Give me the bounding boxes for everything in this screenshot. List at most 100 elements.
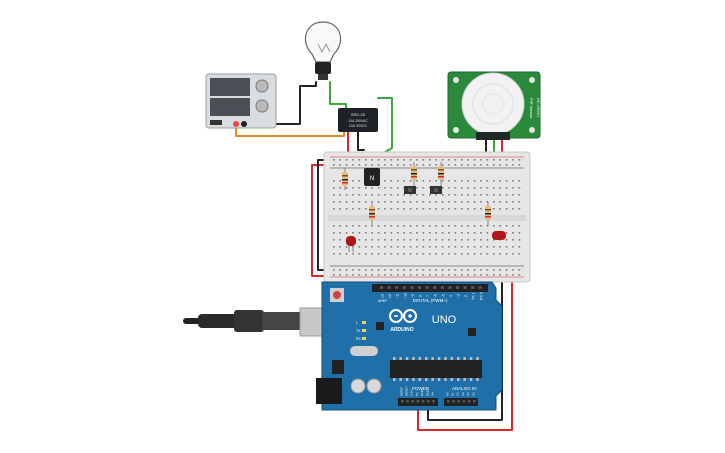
power-switch[interactable] xyxy=(210,120,222,125)
wire-black-relay-breadboard xyxy=(357,127,365,151)
aref-label: AREF xyxy=(378,299,387,303)
power-pin-label: Vin xyxy=(431,391,435,396)
analog-pin xyxy=(462,400,466,403)
reset-button[interactable] xyxy=(333,291,341,299)
terminal-positive xyxy=(233,121,239,127)
analog-pin xyxy=(447,400,450,403)
digital-pin xyxy=(418,286,421,289)
transistor-mark: N xyxy=(370,176,374,182)
power-pin-label: GND xyxy=(420,389,424,397)
transistor xyxy=(364,168,380,186)
relay: SRD-05 10A 250VAC 10A 30VDC xyxy=(338,108,378,132)
analog-pin-label: A3 xyxy=(461,392,465,396)
tx-label: TX xyxy=(356,329,361,333)
digital-pin-label: ~5 xyxy=(441,294,445,298)
digital-pin xyxy=(440,286,444,289)
digital-pin xyxy=(463,286,467,289)
digital-pin-label: 7 xyxy=(426,295,430,297)
digital-pin xyxy=(402,286,406,289)
power-pin xyxy=(427,400,430,403)
terminal-negative xyxy=(241,121,247,127)
digital-pin-label: 13 xyxy=(381,294,385,298)
current-knob[interactable] xyxy=(255,99,269,113)
digital-header xyxy=(372,284,488,292)
analog-pin-label: A1 xyxy=(451,392,455,396)
digital-pin-label: RX 0 xyxy=(479,292,483,300)
digital-pin-label: ~6 xyxy=(434,294,438,298)
resistor-5 xyxy=(485,202,491,226)
digital-pin xyxy=(448,286,452,289)
digital-label: DIGITAL (PWM~) xyxy=(413,298,448,303)
breadboard-components: N xyxy=(342,162,506,252)
led-2 xyxy=(492,231,506,240)
voltage-knob[interactable] xyxy=(255,79,269,93)
l-label: L xyxy=(356,321,358,325)
analog-header xyxy=(444,398,478,406)
pir-dome xyxy=(461,72,525,136)
resistor-2 xyxy=(369,202,375,226)
led-1 xyxy=(346,236,356,252)
arduino-logo xyxy=(389,309,417,323)
relay-label-2: 10A 250VAC xyxy=(348,119,368,123)
power-label: POWER xyxy=(412,386,430,391)
analog-pin xyxy=(457,400,460,403)
resistor-4 xyxy=(438,162,444,186)
digital-pin-label: 2 xyxy=(464,295,468,297)
digital-pin-label: 8 xyxy=(419,295,423,297)
analog-pin-label: A0 xyxy=(445,392,449,396)
wire-red-5v xyxy=(417,273,513,431)
power-pin xyxy=(406,400,409,403)
wire-black-supply-bulb xyxy=(243,81,317,125)
digital-pin-label: TX 1 xyxy=(472,292,476,299)
power-pin xyxy=(432,400,435,403)
power-pin-label: RESET xyxy=(405,386,409,396)
wire-green-bulb-relay xyxy=(329,81,347,111)
resistor-1 xyxy=(342,168,348,190)
power-pin xyxy=(411,400,414,403)
digital-pin xyxy=(433,286,437,289)
power-pin-label: 3.3V xyxy=(410,390,414,396)
power-pin xyxy=(421,400,425,403)
relay-label-1: SRD-05 xyxy=(351,112,366,117)
digital-pin-label: ~10 xyxy=(403,293,407,299)
digital-pin xyxy=(380,286,383,289)
digital-pin-label: 12 xyxy=(388,294,392,298)
light-bulb[interactable] xyxy=(304,21,342,80)
digital-pin xyxy=(395,286,399,289)
analog-pin xyxy=(473,400,476,403)
crystal xyxy=(350,346,378,356)
usb-cable xyxy=(183,307,341,337)
analog-pin-label: A4 xyxy=(466,392,470,396)
pir-label-1: HC-SR501 xyxy=(536,98,541,118)
digital-pin-label: ~11 xyxy=(396,293,400,299)
digital-pin-label: ~3 xyxy=(457,294,461,298)
digital-pin xyxy=(425,286,429,289)
atmega-chip xyxy=(390,360,482,378)
rx-label: RX xyxy=(356,337,362,341)
digital-pin-label: 4 xyxy=(449,295,453,297)
breadboard xyxy=(323,151,531,283)
analog-label: ANALOG IN xyxy=(452,386,477,391)
digital-pin xyxy=(410,286,414,289)
power-pin-label: GND xyxy=(425,389,429,397)
digital-pin xyxy=(478,286,482,289)
wire-red-left-rail xyxy=(311,164,331,277)
arduino-brand: ARDUINO xyxy=(390,327,413,333)
relay-label-3: 10A 30VDC xyxy=(349,124,368,128)
digital-pin xyxy=(471,286,475,289)
analog-pin xyxy=(467,400,471,403)
resistor-3 xyxy=(411,162,417,186)
power-pin-label: 5V xyxy=(415,392,419,396)
power-pin xyxy=(416,400,420,403)
arduino-model: UNO xyxy=(432,314,457,326)
breadboard-holes xyxy=(333,159,521,276)
power-supply xyxy=(205,73,277,129)
analog-pin-label: A5 xyxy=(471,392,475,396)
power-pin-label: IOREF xyxy=(399,387,403,396)
digital-pin xyxy=(387,286,391,289)
digital-pin xyxy=(456,286,459,289)
power-jack xyxy=(316,378,342,404)
pir-sensor: HC-SR501 PIR Sensor xyxy=(447,71,541,140)
